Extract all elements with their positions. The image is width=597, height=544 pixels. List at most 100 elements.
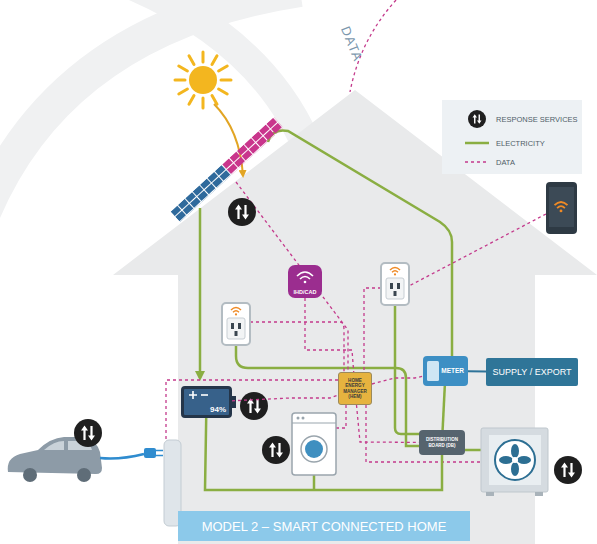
- distribution-box: DISTRIBUTION BOARD (DB): [419, 430, 465, 455]
- heat-pump-part: [512, 457, 518, 463]
- smart-plug-part: [390, 268, 400, 276]
- elec-connector: [205, 418, 442, 490]
- washing-machine-part: [297, 417, 300, 420]
- wire-data-part: [336, 405, 346, 428]
- heat-pump-part: [535, 492, 543, 496]
- sun-icon-part: [219, 66, 228, 71]
- wire-electricity-part: [268, 130, 452, 356]
- heat-pump-part-part: [511, 462, 519, 476]
- node-text: METER: [441, 368, 464, 375]
- sun-icon-part: [189, 96, 194, 105]
- ihd-wifi-icon: [297, 272, 313, 283]
- node-text: HOME ENERGY MANAGER (HEM): [340, 378, 370, 398]
- washing-machine-part: [302, 417, 305, 420]
- node-text: 94%: [210, 406, 226, 414]
- legend-box: RESPONSE SERVICES ELECTRICITY DATA: [442, 100, 582, 174]
- smart-plug-part: [231, 308, 241, 316]
- background-arcs-part: [0, 0, 300, 250]
- manager-box: HOME ENERGY MANAGER (HEM): [338, 372, 372, 405]
- supply-box: SUPPLY / EXPORT: [486, 358, 578, 386]
- sun-icon-part: [189, 66, 217, 94]
- ihd-wifi-icon-part: [304, 281, 307, 284]
- heat-pump-part: [486, 492, 494, 496]
- heat-pump-part-part: [511, 444, 519, 458]
- tablet-device-part: [549, 187, 574, 227]
- sun-icon-part: [219, 89, 228, 94]
- wire-data-part: [364, 288, 381, 372]
- response-services-icon-part: [240, 392, 268, 420]
- sun-icon-part: [202, 98, 205, 108]
- smart-plug-part: [394, 291, 397, 296]
- washing-machine: [292, 413, 336, 475]
- response-services-icon: [74, 198, 582, 484]
- legend-text: ELECTRICITY: [496, 139, 545, 148]
- meter-box: METER: [423, 356, 468, 386]
- sun-icon-part: [175, 79, 185, 82]
- response-services-icon: [468, 110, 486, 128]
- response-services-icon-part: [262, 436, 290, 464]
- data-line-sample: [465, 161, 489, 162]
- house-shape: [113, 90, 597, 544]
- battery-terminal: [232, 396, 236, 408]
- washing-machine-part: [305, 440, 323, 458]
- electric-car-part: [156, 451, 163, 456]
- legend-text: RESPONSE SERVICES: [496, 115, 578, 124]
- electricity-line-sample: [465, 142, 489, 145]
- washing-machine-part: [292, 422, 336, 423]
- data-connector: [372, 376, 423, 384]
- legend-text: DATA: [496, 158, 515, 167]
- tablet-device: [546, 182, 577, 234]
- data-connector: [305, 298, 354, 372]
- heat-pump-part-part: [517, 456, 531, 464]
- ihd-wifi-icon-part: [297, 272, 313, 279]
- smart-plug-part: [397, 283, 400, 289]
- heat-pump-part-part: [499, 456, 513, 464]
- response-services-icon-part: [228, 198, 256, 226]
- battery-sign-part: [201, 394, 208, 396]
- wire-electricity-part: [313, 475, 316, 490]
- washing-machine-part: [292, 413, 336, 475]
- battery-sign: [189, 391, 208, 399]
- node-text: IHD/CAD: [294, 290, 317, 296]
- battery-sign-part: [189, 391, 197, 399]
- legend-row: ELECTRICITY: [464, 134, 545, 152]
- supply-connector: [468, 370, 486, 372]
- sun-icon: [175, 52, 231, 108]
- heat-pump: [481, 428, 548, 496]
- sun-icon-part: [202, 52, 205, 62]
- legend-swatch: [464, 153, 490, 171]
- smart-plug-part: [231, 323, 234, 329]
- electric-car-part: [23, 468, 37, 482]
- caption-band: MODEL 2 – SMART CONNECTED HOME: [178, 511, 470, 541]
- data-connector: [232, 395, 338, 401]
- legend-row: RESPONSE SERVICES: [464, 110, 578, 128]
- heat-pump-part: [499, 444, 531, 476]
- heat-pump-part: [481, 428, 548, 492]
- electric-car-part: [77, 468, 91, 482]
- wire-electricity-part: [464, 449, 481, 452]
- smart-plug: [222, 303, 250, 345]
- node-text: DISTRIBUTION BOARD (DB): [420, 437, 464, 447]
- sun-icon-part: [179, 89, 188, 94]
- legend-swatch: [464, 110, 490, 128]
- smart-plug-part: [222, 303, 250, 345]
- tablet-device-part: [546, 182, 577, 234]
- washing-machine-part: [301, 436, 327, 462]
- sun-icon-part: [179, 66, 188, 71]
- smart-plug-part: [227, 318, 245, 339]
- wire-data: [166, 182, 546, 462]
- smart-plug: [381, 263, 409, 305]
- wire-data-part: [409, 214, 546, 286]
- wire-data-part: [250, 322, 344, 372]
- heat-pump-part: [495, 440, 535, 480]
- wire-electricity-part: [199, 208, 202, 378]
- smart-plug-part: [390, 283, 393, 289]
- node-text: SUPPLY / EXPORT: [492, 368, 571, 377]
- electric-car-part: [100, 454, 144, 459]
- battery-box: 94%: [181, 386, 232, 418]
- heat-pump-part: [489, 435, 541, 485]
- response-services-icon-part: [554, 456, 582, 484]
